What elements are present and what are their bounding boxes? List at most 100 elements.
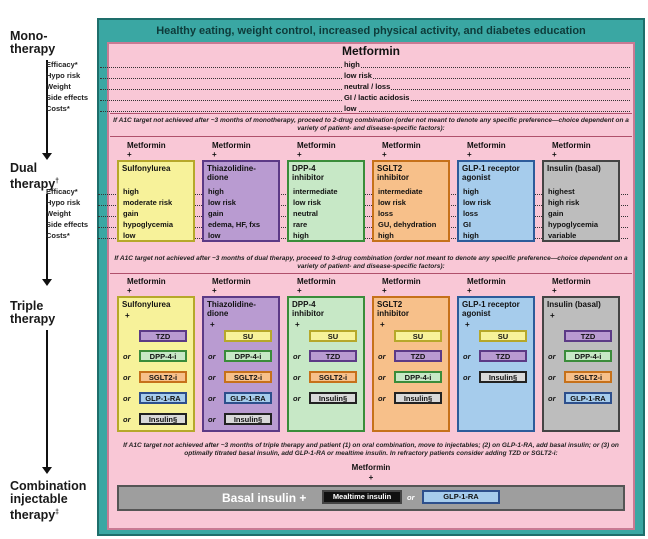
dual-plus: + [467,150,472,159]
dual-drug-name: Thiazolidine- [207,164,256,173]
dual-drug-value: loss [377,209,395,218]
triple-inner-plus: + [125,311,130,320]
dual-drug-name: SGLT2 [377,164,403,173]
triple-option-pill: SU [224,330,272,342]
triple-option-pill: SU [394,330,442,342]
triple-option-pill: SU [479,330,527,342]
triple-or: or [208,394,216,403]
stage-combo-line1: Combination [10,479,87,493]
triple-plus: + [127,286,132,295]
triple-drug-name: Sulfonylurea [122,300,171,309]
triple-drug-name: GLP-1 receptor [462,300,520,309]
dual-drug-value: high [292,231,310,240]
mono-row-label: Hypo risk [46,71,81,80]
mono-row-label: Weight [46,82,71,91]
dual-metformin-label: Metformin [212,141,251,150]
dual-metformin-label: Metformin [127,141,166,150]
dual-drug-value: hypoglycemia [122,220,175,229]
stage-triple-line2: therapy [10,312,56,326]
triple-or: or [293,394,301,403]
dual-drug-value: low risk [377,198,407,207]
triple-or: or [548,373,556,382]
stage-dual-line2: therapy† [10,177,60,192]
triple-or: or [463,373,471,382]
triple-or: or [208,373,216,382]
mono-row-value: low [343,104,358,113]
triple-option-pill: DPP-4-i [394,371,442,383]
stage-triple-therapy: Triple therapy [10,300,55,326]
arrow-triple-to-combo [42,330,52,474]
dual-drug-name: Insulin (basal) [547,164,601,173]
separator-1 [110,113,632,114]
dual-drug-value: gain [547,209,565,218]
arrow-mono-to-dual [42,60,52,160]
dual-metformin-label: Metformin [382,141,421,150]
triple-option-pill: SGLT2-i [139,371,187,383]
triple-inner-plus: + [380,320,385,329]
dual-drug-name: inhibitor [377,173,409,182]
dual-row-label: Hypo risk [46,198,81,207]
dual-drug-name: Sulfonylurea [122,164,171,173]
triple-plus: + [212,286,217,295]
dual-drug-value: high [122,187,140,196]
dual-drug-value: high [462,187,480,196]
metformin-frame [107,42,635,530]
triple-option-pill: SGLT2-i [224,371,272,383]
triple-drug-box [372,296,450,432]
triple-metformin-label: Metformin [382,277,421,286]
separator-2 [110,136,632,137]
mono-row-value: high [343,60,361,69]
combo-metformin: Metformin [351,463,391,472]
triple-or: or [123,373,131,382]
dual-drug-value: intermediate [292,187,339,196]
triple-or: or [293,352,301,361]
mono-row-value: low risk [343,71,373,80]
mono-row-dotline [100,111,630,112]
dual-drug-value: variable [547,231,578,240]
combo-plus: + [368,473,374,482]
triple-drug-box [542,296,620,432]
triple-or: or [548,352,556,361]
dual-plus: + [212,150,217,159]
triple-drug-name: inhibitor [292,309,324,318]
triple-plus: + [297,286,302,295]
triple-option-pill: TZD [139,330,187,342]
triple-drug-box [202,296,280,432]
stage-combo-sup: ‡ [55,509,60,516]
triple-option-pill: DPP-4-i [139,350,187,362]
dual-drug-value: high [207,187,225,196]
dual-drug-value: high risk [547,198,581,207]
triple-drug-name: agonist [462,309,491,318]
dual-plus: + [552,150,557,159]
stage-dual-sup: † [55,178,60,185]
triple-or: or [463,352,471,361]
triple-drug-name: inhibitor [377,309,409,318]
dual-drug-value: gain [122,209,140,218]
basal-insulin-label: Basal insulin + [222,491,307,505]
triple-or: or [378,352,386,361]
stage-monotherapy: Mono- therapy [10,30,55,56]
dual-drug-value: high [462,231,480,240]
triple-option-pill: GLP-1-RA [224,392,272,404]
triple-option-pill: Insulin§ [394,392,442,404]
mono-row-value: neutral / loss [343,82,392,91]
mealtime-insulin-pill: Mealtime insulin [322,490,402,504]
dual-drug-value: GI [462,220,472,229]
dual-plus: + [297,150,302,159]
triple-drug-name: DPP-4 [292,300,316,309]
dual-drug-value: low [207,231,222,240]
dual-row-label: Weight [46,209,71,218]
stage-dual-line1: Dual [10,161,38,175]
dual-drug-value: gain [207,209,225,218]
triple-option-pill: Insulin§ [139,413,187,425]
triple-metformin-label: Metformin [552,277,591,286]
triple-or: or [208,352,216,361]
stage-triple-line1: Triple [10,299,44,313]
stage-dual-therapy: Dual therapy† [10,162,59,191]
dual-drug-value: GU, dehydration [377,220,438,229]
monotherapy-title: Metformin [342,44,400,58]
dual-drug-value: highest [547,187,576,196]
mono-row-label: Costs* [46,104,70,113]
dual-drug-name: dione [207,173,229,182]
triple-or: or [548,394,556,403]
